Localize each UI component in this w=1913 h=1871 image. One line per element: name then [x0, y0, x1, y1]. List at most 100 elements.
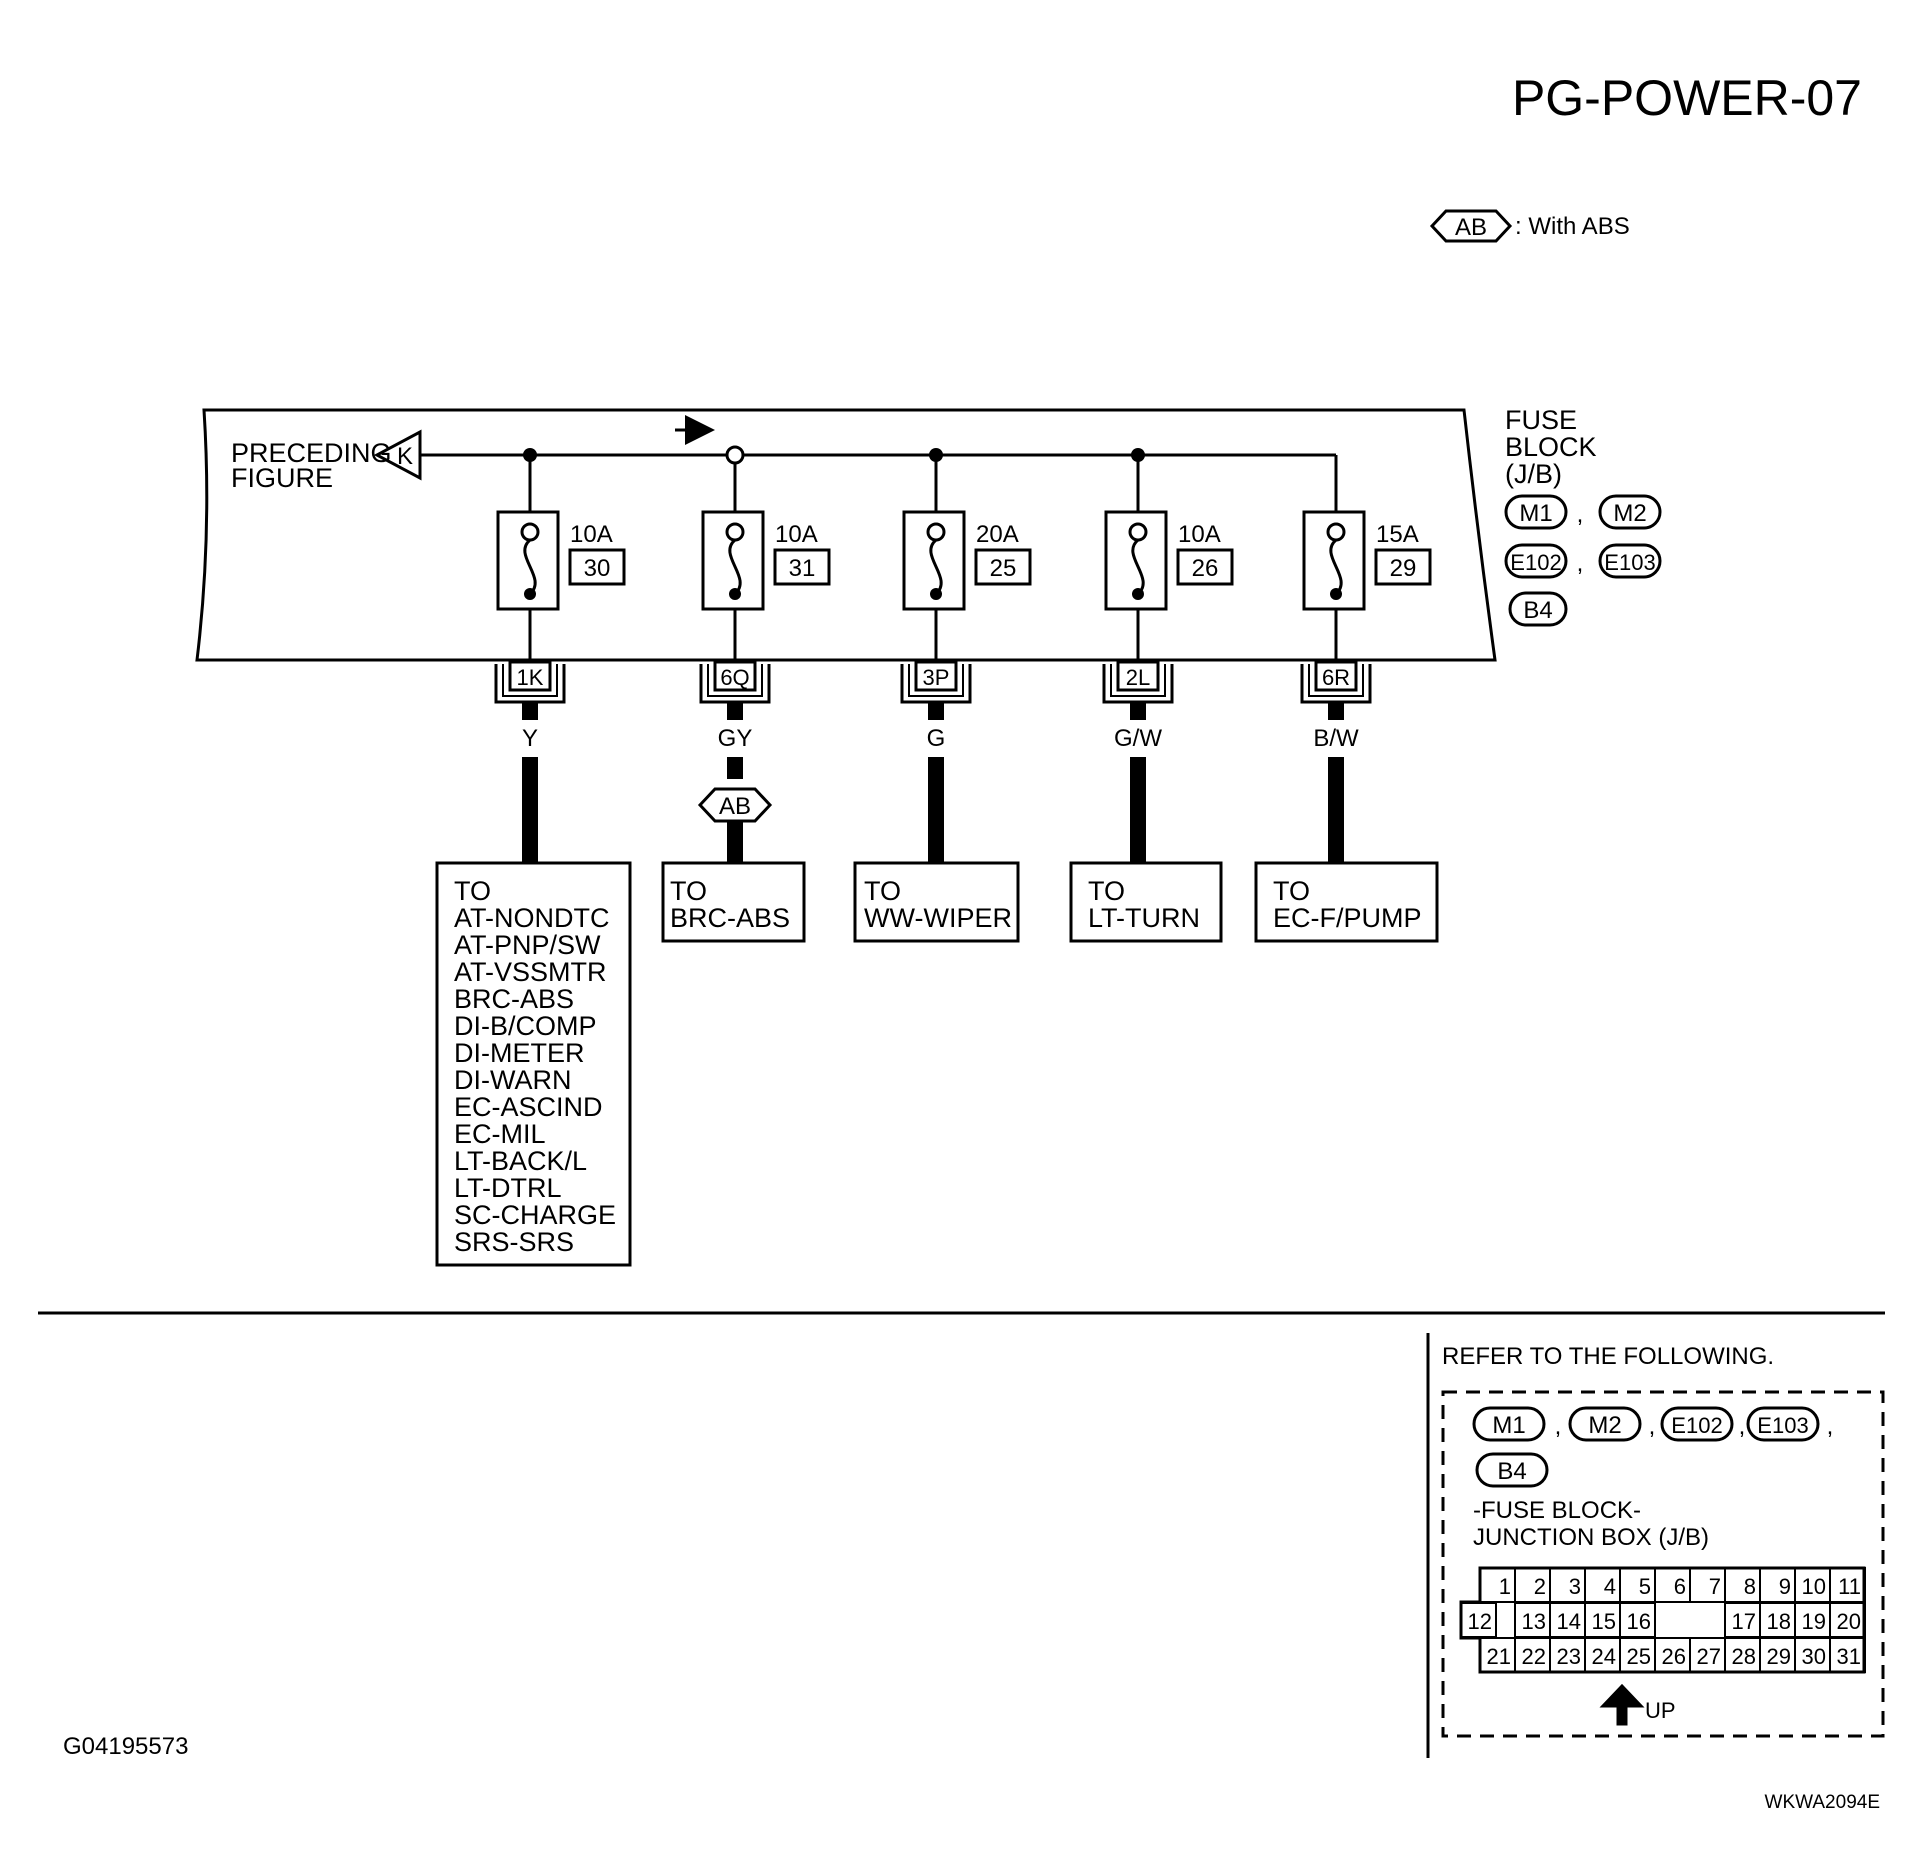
- terminal-6r: 6R B/W: [1300, 660, 1372, 863]
- page-title: PG-POWER-07: [1512, 70, 1862, 126]
- terminal-3p-label: 3P: [923, 665, 950, 690]
- connector-oval-e102: [1504, 543, 1568, 579]
- wire-color-y: Y: [522, 725, 538, 752]
- fuse-30-amp: 10A: [570, 521, 613, 548]
- connector-m1: M1: [1519, 500, 1552, 527]
- pin-number: 26: [1662, 1644, 1686, 1669]
- abs-legend-text: : With ABS: [1515, 213, 1630, 240]
- destination-line: AT-PNP/SW: [454, 930, 601, 960]
- pin-number: 5: [1639, 1574, 1651, 1599]
- destination-line: BRC-ABS: [670, 903, 790, 933]
- pin-number: 13: [1522, 1609, 1546, 1634]
- wire-color-bw: B/W: [1313, 725, 1359, 752]
- terminal-6q: 6Q GY AB: [697, 660, 773, 863]
- connector-separator: ,: [1577, 550, 1584, 577]
- destination-line: LT-DTRL: [454, 1173, 562, 1203]
- refer-connector-e102: E102: [1671, 1413, 1722, 1438]
- pin-number: 12: [1468, 1609, 1492, 1634]
- fuse-25-body: [902, 510, 966, 611]
- fuse-29-amp: 15A: [1376, 521, 1419, 548]
- wire-y: [522, 757, 538, 863]
- wire-color-gw: G/W: [1114, 725, 1162, 752]
- destination-line: WW-WIPER: [864, 903, 1012, 933]
- abs-legend-tag: AB: [1455, 214, 1487, 241]
- pin-number: 7: [1709, 1574, 1721, 1599]
- terminal-1k-label: 1K: [517, 665, 544, 690]
- figure-code: G04195573: [63, 1733, 188, 1760]
- wire-bw: [1328, 757, 1344, 863]
- fuse-element: [523, 538, 537, 596]
- destination-line: TO: [1088, 876, 1125, 906]
- wire-color-g: G: [927, 725, 946, 752]
- refer-connector-b4: B4: [1497, 1458, 1526, 1485]
- pin-number: 23: [1557, 1644, 1581, 1669]
- pin-number: 20: [1837, 1609, 1861, 1634]
- pin-number: 21: [1487, 1644, 1511, 1669]
- destination-box-5: TO EC-F/PUMP: [1254, 861, 1439, 943]
- pin-number: 11: [1838, 1574, 1861, 1599]
- refer-connector-e103: E103: [1757, 1413, 1808, 1438]
- fuse-26: 10A 26: [1104, 448, 1234, 662]
- pin-number: 4: [1604, 1574, 1616, 1599]
- destination-box-2: TO BRC-ABS: [661, 861, 806, 943]
- pin-number: 1: [1499, 1574, 1511, 1599]
- refer-connector-m2: M2: [1588, 1412, 1621, 1439]
- fuse-30-body: [496, 510, 560, 611]
- fuse-31: 10A 31: [701, 445, 831, 662]
- fuse-31-body: [701, 510, 765, 611]
- pin-number: 6: [1674, 1574, 1686, 1599]
- refer-separator: ,: [1739, 1413, 1746, 1440]
- terminal-6r-label: 6R: [1322, 665, 1350, 690]
- preceding-arrow: [373, 429, 422, 481]
- fuse-block-label-2: BLOCK: [1505, 432, 1597, 462]
- wire-gy-upper: [727, 757, 743, 779]
- pin-cell: [1460, 1602, 1497, 1638]
- fuse-30: 10A 30: [496, 448, 626, 662]
- destination-line: TO: [1273, 876, 1310, 906]
- fuse-31-number: 31: [789, 555, 816, 582]
- connector-separator: ,: [1577, 501, 1584, 528]
- fuse-element: [728, 538, 742, 596]
- pin-number: 14: [1557, 1609, 1581, 1634]
- destination-line: EC-MIL: [454, 1119, 546, 1149]
- pin-number: 28: [1732, 1644, 1756, 1669]
- pin-number: 10: [1802, 1574, 1826, 1599]
- destination-line: TO: [864, 876, 901, 906]
- destination-line: SRS-SRS: [454, 1227, 574, 1257]
- fuse-25: 20A 25: [902, 448, 1032, 662]
- destination-line: EC-ASCIND: [454, 1092, 603, 1122]
- pin-number: 17: [1732, 1609, 1756, 1634]
- fuse-29: 15A 29: [1302, 510, 1432, 662]
- destination-box-3: TO WW-WIPER: [853, 861, 1020, 943]
- pin-number: 8: [1744, 1574, 1756, 1599]
- abs-legend-hexagon: [1429, 209, 1513, 243]
- fuse-block-connectors: M1 , M2 E102 , E103 B4: [1504, 494, 1662, 627]
- preceding-label-2: FIGURE: [231, 463, 333, 493]
- fuse-29-number: 29: [1390, 555, 1417, 582]
- pin-number: 15: [1592, 1609, 1616, 1634]
- fuse-element: [1131, 538, 1145, 596]
- refer-separator: ,: [1649, 1413, 1656, 1440]
- pin-number: 9: [1779, 1574, 1791, 1599]
- abs-legend: AB : With ABS: [1429, 209, 1630, 243]
- terminal-6q-label: 6Q: [720, 665, 749, 690]
- pin-number: 30: [1802, 1644, 1826, 1669]
- destination-box-4: TO LT-TURN: [1069, 861, 1223, 943]
- connector-m2: M2: [1613, 500, 1646, 527]
- fuse-element: [929, 538, 943, 596]
- wire-g: [928, 757, 944, 863]
- fuse-block-label-3: (J/B): [1505, 459, 1562, 489]
- pin-number: 29: [1767, 1644, 1791, 1669]
- abs-option-tag: AB: [719, 793, 751, 820]
- terminal-2l: 2L G/W: [1102, 660, 1174, 863]
- destination-line: DI-WARN: [454, 1065, 571, 1095]
- pin-number: 25: [1627, 1644, 1651, 1669]
- preceding-label-1: PRECEDING: [231, 438, 392, 468]
- destination-line: AT-NONDTC: [454, 903, 610, 933]
- pin-number: 3: [1569, 1574, 1581, 1599]
- destination-line: DI-B/COMP: [454, 1011, 597, 1041]
- up-arrow-icon: [1599, 1683, 1645, 1726]
- destination-line: SC-CHARGE: [454, 1200, 616, 1230]
